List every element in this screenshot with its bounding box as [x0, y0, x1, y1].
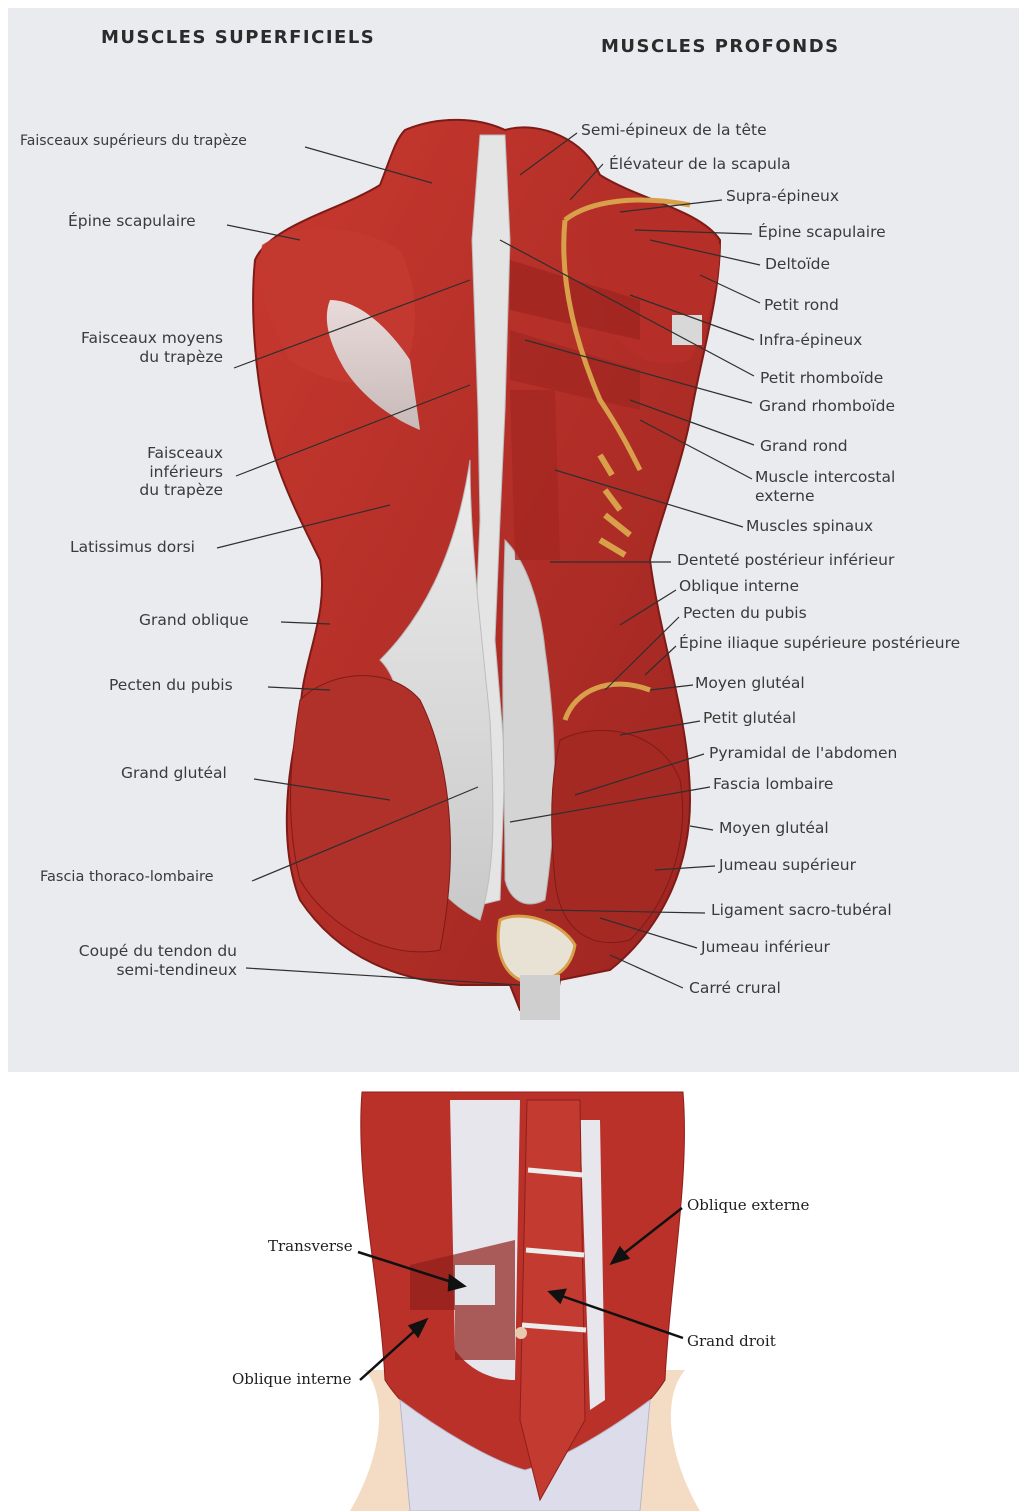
label-coupe-tendon-semi-tendineux: Coupé du tendon du semi-tendineux	[30, 942, 237, 979]
header-deep-muscles: MUSCLES PROFONDS	[601, 36, 840, 57]
spinal-muscles	[510, 390, 560, 560]
label-oblique-externe: Oblique externe	[687, 1196, 809, 1214]
label-faisceaux-inferieurs-trapeze: Faisceaux inférieurs du trapèze	[80, 444, 223, 500]
label-oblique-interne-bottom: Oblique interne	[232, 1370, 351, 1388]
label-epine-scapulaire-right: Épine scapulaire	[758, 223, 886, 242]
label-infra-epineux: Infra-épineux	[759, 331, 862, 350]
label-grand-droit: Grand droit	[687, 1332, 776, 1350]
label-grand-rond: Grand rond	[760, 437, 848, 456]
label-muscles-spinaux: Muscles spinaux	[746, 517, 873, 536]
label-ligament-sacro-tuberal: Ligament sacro-tubéral	[711, 901, 892, 920]
label-fascia-thoraco-lombaire: Fascia thoraco-lombaire	[40, 869, 214, 886]
label-petit-gluteal: Petit glutéal	[703, 709, 796, 728]
label-moyen-gluteal-2: Moyen glutéal	[719, 819, 829, 838]
label-epine-scapulaire-left: Épine scapulaire	[68, 212, 196, 231]
abdominal-muscles-panel	[0, 1080, 1019, 1511]
label-semi-epineux-tete: Semi-épineux de la tête	[581, 121, 767, 140]
label-moyen-gluteal-1: Moyen glutéal	[695, 674, 805, 693]
label-faisceaux-superieurs-trapeze: Faisceaux supérieurs du trapèze	[20, 133, 247, 150]
label-grand-rhomboide: Grand rhomboïde	[759, 397, 895, 416]
label-oblique-interne-top: Oblique interne	[679, 577, 799, 596]
label-dentele-posterieur-inferieur: Denteté postérieur inférieur	[677, 551, 894, 570]
label-jumeau-inferieur: Jumeau inférieur	[701, 938, 830, 957]
label-grand-oblique: Grand oblique	[139, 611, 249, 630]
label-muscle-intercostal-externe: Muscle intercostal externe	[755, 468, 895, 505]
leg-stub	[520, 975, 560, 1020]
label-petit-rhomboide: Petit rhomboïde	[760, 369, 883, 388]
label-fascia-lombaire: Fascia lombaire	[713, 775, 833, 794]
label-supra-epineux: Supra-épineux	[726, 187, 839, 206]
label-grand-gluteal: Grand glutéal	[121, 764, 227, 783]
label-transverse: Transverse	[268, 1237, 353, 1255]
label-pecten-du-pubis-right: Pecten du pubis	[683, 604, 807, 623]
label-faisceaux-moyens-trapeze: Faisceaux moyens du trapèze	[40, 329, 223, 366]
label-pyramidal-abdomen: Pyramidal de l'abdomen	[709, 744, 897, 763]
label-epine-iliaque-superieure-posterieure: Épine iliaque supérieure postérieure	[679, 634, 960, 653]
label-latissimus-dorsi: Latissimus dorsi	[70, 538, 195, 557]
label-petit-rond: Petit rond	[764, 296, 839, 315]
label-deltoide: Deltoïde	[765, 255, 830, 274]
label-jumeau-superieur: Jumeau supérieur	[719, 856, 856, 875]
label-carre-crural: Carré crural	[689, 979, 781, 998]
label-pecten-du-pubis-left: Pecten du pubis	[109, 676, 233, 695]
header-superficial-muscles: MUSCLES SUPERFICIELS	[101, 27, 375, 48]
label-elevateur-scapula: Élévateur de la scapula	[609, 155, 791, 174]
